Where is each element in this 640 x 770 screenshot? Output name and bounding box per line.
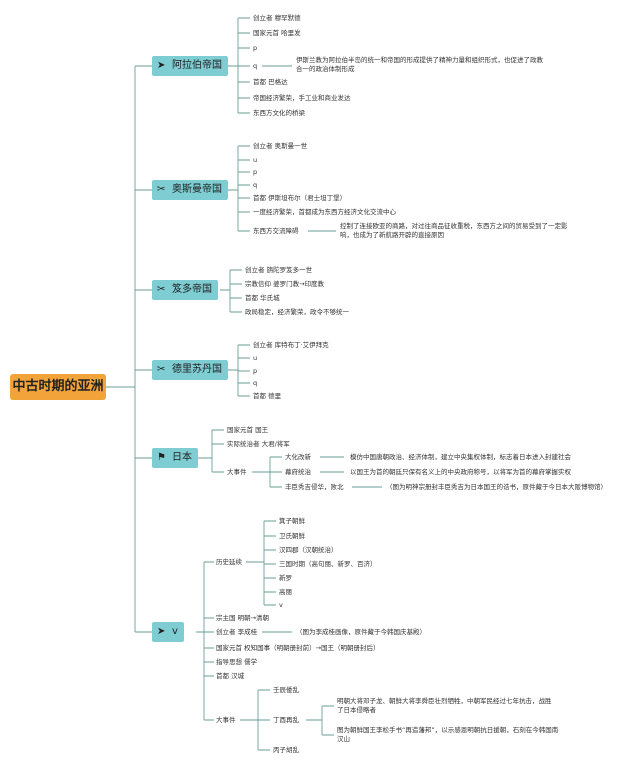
- leaf-ottoman-founder: 创立者 奥斯曼一世: [253, 142, 308, 150]
- leaf-arab-head: 国家元首 哈里发: [253, 29, 301, 37]
- event-hideyoshi: 丰臣秀吉侵华，败北: [285, 483, 344, 491]
- event-shogunate: 幕府统治: [285, 468, 311, 476]
- note-shogunate: 以国王为首的朝廷只保有名义上的中央政府称号，以将军为首的幕府掌握实权: [350, 468, 571, 476]
- leaf-korea-events: 大事件: [216, 716, 236, 724]
- crossed-tools-icon: ✂: [157, 284, 166, 295]
- branch-japan[interactable]: ⚑ 日本: [152, 448, 198, 468]
- history-item: 卫氏朝鲜: [279, 532, 305, 540]
- branch-ottoman-empire[interactable]: ✂ 奥斯曼帝国: [152, 180, 228, 200]
- history-item: 箕子朝鲜: [279, 517, 305, 525]
- note-li-portrait: （图为李成桂画像，原件藏于今韩国庆基殿）: [296, 628, 426, 636]
- leaf-ottoman-capital: 首都 伊斯坦布尔（君士坦丁堡）: [253, 194, 347, 202]
- history-item: v: [279, 601, 283, 609]
- leaf-korea-history: 历史延续: [216, 558, 242, 566]
- leaf-gupta-religion: 宗教信仰 婆罗门教→印度教: [245, 280, 325, 288]
- branch-delhi-sultanate[interactable]: ✂ 德里苏丹国: [152, 360, 228, 380]
- history-item: 三国时期（高句丽、新罗、百济）: [279, 560, 377, 568]
- leaf-arab-capital: 首都 巴格达: [253, 78, 288, 86]
- note-arab-islam: 伊斯兰教为阿拉伯半岛的统一和帝国的形成提供了精神力量和组织形式，也促进了政教合一…: [296, 56, 543, 73]
- root-topic: 中古时期的亚洲: [10, 374, 106, 400]
- leaf-gupta-founder: 创立者 旃陀罗笈多一世: [245, 266, 313, 274]
- leaf-korea-suzerain: 宗主国 明朝→清朝: [216, 614, 270, 622]
- note-jeongyu-1: 明朝大将邓子龙、朝鲜大将李舜臣壮烈牺牲，中朝军民经过七年抗击，战胜了日本侵略者: [337, 697, 552, 714]
- branch-gupta-empire[interactable]: ✂ 笈多帝国: [152, 280, 218, 300]
- crossed-tools-icon: ✂: [157, 364, 166, 375]
- note-taika: 模仿中国唐朝政治、经济体制，建立中央集权体制，标志着日本进入封建社会: [350, 453, 571, 461]
- event-jeongyu: 丁酉再乱: [273, 716, 299, 724]
- branch-arab-empire[interactable]: ➤ 阿拉伯帝国: [152, 56, 228, 76]
- note-jeongyu-2: 图为朝鲜国王李松手书“再造藩邦”，以示感恩明朝抗日援朝，石刻在今韩国南汉山: [337, 726, 559, 743]
- leaf-ottoman-barrier: 东西方交流障碍: [253, 227, 299, 235]
- branch-title: 阿拉伯帝国: [172, 60, 222, 71]
- leaf-delhi-q: q: [253, 379, 258, 387]
- note-hideyoshi: （图为明神宗册封丰臣秀吉为日本国王的诰书，原件藏于今日本大阪博物馆）: [386, 483, 607, 491]
- crossed-tools-icon: ✂: [157, 184, 166, 195]
- leaf-korea-head: 国家元首 权知国事（明朝册封前）→国王（明朝册封后）: [216, 644, 380, 652]
- leaf-delhi-founder: 创立者 库特布丁·艾伊拜克: [253, 341, 329, 349]
- note-ottoman-trade: 控制了连接欧亚的商路，对过往商品征收重税，东西方之间的贸易受到了一定影响，也成为…: [340, 222, 568, 239]
- paper-plane-icon: ➤: [157, 626, 166, 637]
- event-imjin: 壬辰倭乱: [273, 686, 299, 694]
- leaf-korea-founder: 创立者 李成桂: [216, 628, 258, 636]
- paper-plane-icon: ➤: [157, 60, 166, 71]
- leaf-arab-q: q: [253, 62, 258, 70]
- leaf-gupta-capital: 首都 华氏城: [245, 294, 280, 302]
- leaf-korea-capital: 首都 汉城: [216, 672, 245, 680]
- branch-title: v: [172, 626, 178, 637]
- leaf-ottoman-q: q: [253, 181, 258, 189]
- leaf-ottoman-economy: 一度经济繁荣，首都成为东西方经济文化交流中心: [253, 208, 396, 216]
- history-item: 高丽: [279, 588, 292, 596]
- leaf-arab-founder: 创立者 穆罕默德: [253, 14, 301, 22]
- event-taika-reform: 大化改新: [285, 453, 311, 461]
- leaf-ottoman-p: p: [253, 168, 258, 176]
- branch-title: 德里苏丹国: [172, 364, 222, 375]
- history-item: 汉四郡（汉朝统治）: [279, 546, 338, 554]
- leaf-delhi-capital: 首都 德里: [253, 392, 282, 400]
- flag-icon: ⚑: [157, 452, 166, 463]
- leaf-arab-bridge: 东西方文化的桥梁: [253, 109, 305, 117]
- leaf-arab-p: p: [253, 44, 258, 52]
- leaf-korea-ideology: 指导思想 儒学: [216, 658, 258, 666]
- leaf-japan-events: 大事件: [227, 468, 247, 476]
- history-item: 新罗: [279, 574, 292, 582]
- branch-title: 笈多帝国: [172, 284, 212, 295]
- leaf-ottoman-u: u: [253, 156, 258, 164]
- leaf-gupta-politics: 政局稳定，经济繁荣，政令不够统一: [245, 308, 349, 316]
- branch-title: 日本: [172, 452, 192, 463]
- leaf-japan-ruler: 实际统治者 大君/将军: [227, 440, 290, 448]
- branch-title: 奥斯曼帝国: [172, 184, 222, 195]
- leaf-arab-economy: 帝国经济繁荣，手工业和商业发达: [253, 94, 351, 102]
- leaf-delhi-p: p: [253, 367, 258, 375]
- event-byeongja: 丙子胡乱: [273, 746, 299, 754]
- leaf-delhi-u: u: [253, 354, 258, 362]
- leaf-japan-head: 国家元首 国王: [227, 426, 269, 434]
- branch-korea[interactable]: ➤ v: [152, 622, 184, 642]
